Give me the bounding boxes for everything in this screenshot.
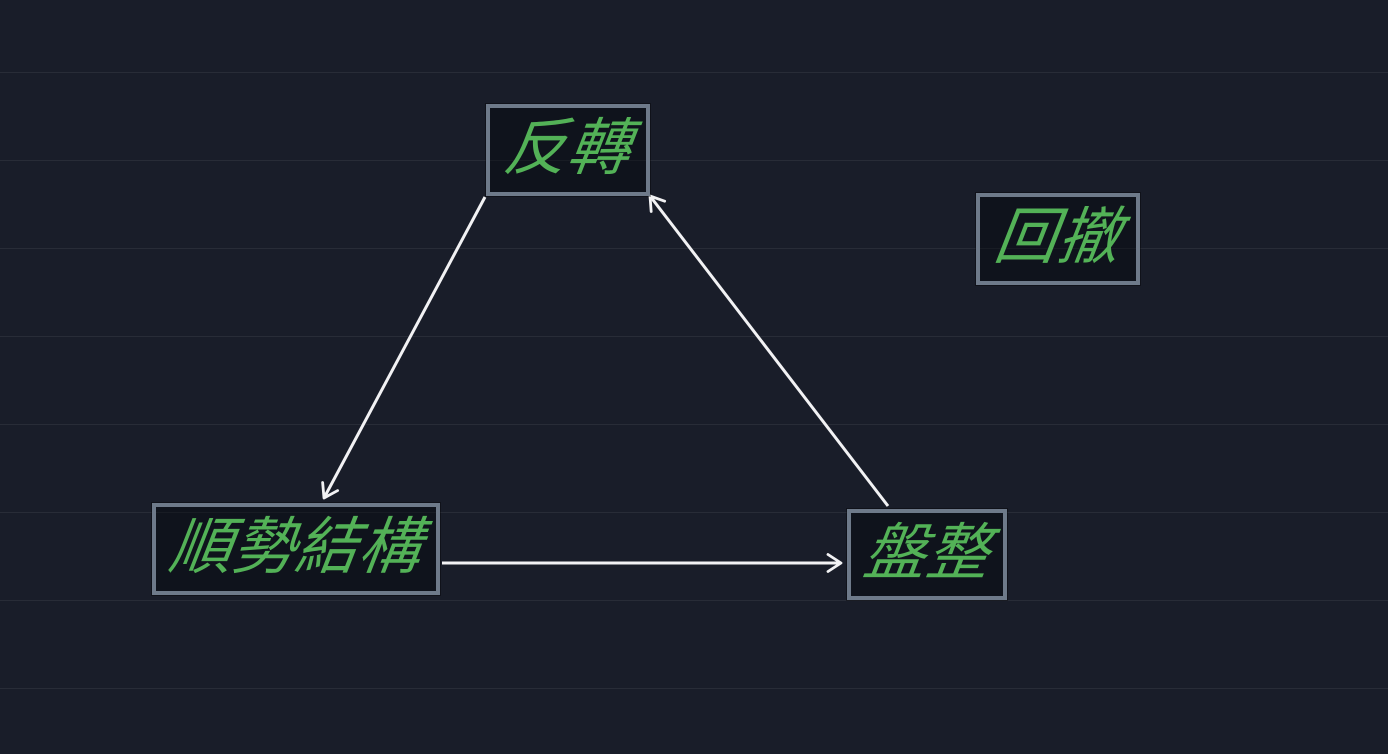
node-reversal-label: 反轉 <box>500 111 637 184</box>
node-consolidation-label: 盤整 <box>859 515 996 589</box>
arrow-reversal-to-trend-structure[interactable] <box>321 196 487 500</box>
chart-gridlines <box>0 72 1388 754</box>
node-pullback[interactable]: 回撤 <box>976 193 1140 285</box>
node-trend-structure[interactable]: 順勢結構 <box>152 503 440 595</box>
arrow-consolidation-to-reversal[interactable] <box>648 194 890 507</box>
node-consolidation[interactable]: 盤整 <box>847 509 1007 600</box>
node-pullback-label: 回撤 <box>990 200 1127 273</box>
node-trend-structure-label: 順勢結構 <box>165 510 428 583</box>
node-reversal[interactable]: 反轉 <box>486 104 650 196</box>
